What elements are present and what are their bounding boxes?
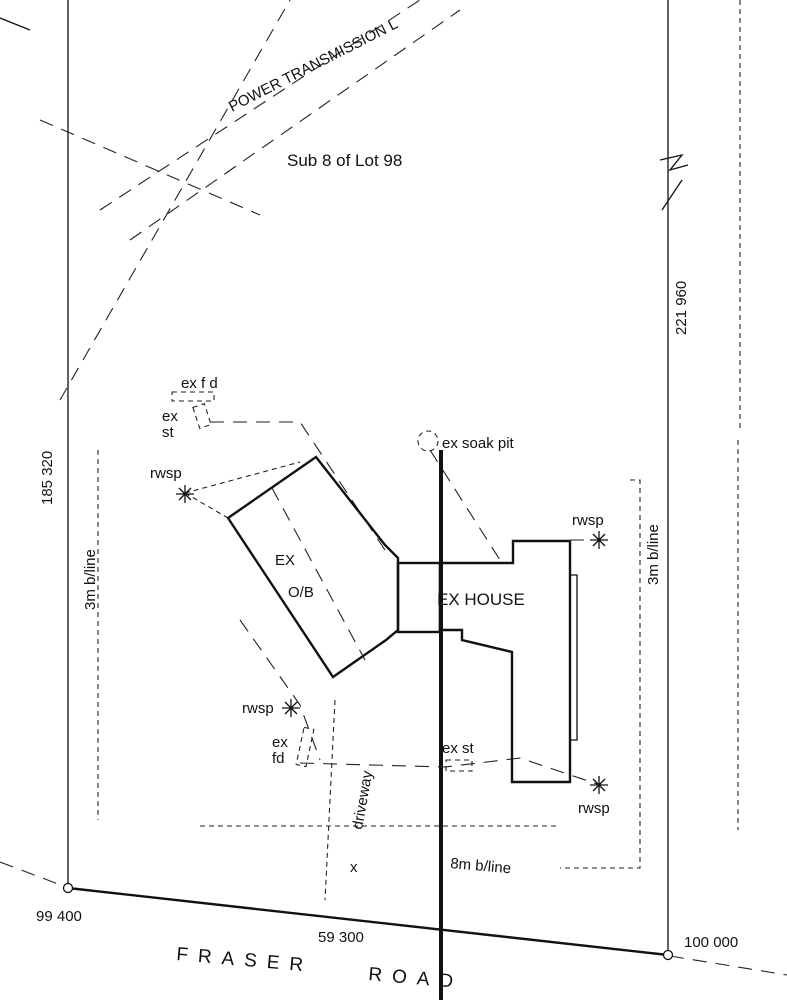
ex-fd-top-label: ex f d bbox=[181, 375, 218, 392]
rwsp-label: rwsp bbox=[242, 700, 274, 717]
drainage-lines bbox=[184, 421, 601, 786]
ex-st-bottom-shape bbox=[445, 759, 473, 772]
ex-fd-bottom-label-1: ex bbox=[272, 734, 288, 751]
house-verandah bbox=[570, 574, 578, 741]
soak-pit-label: ex soak pit bbox=[442, 435, 515, 452]
dimension-front-left: 99 400 bbox=[36, 908, 82, 925]
rwsp-icon bbox=[176, 485, 194, 503]
dimension-front-right: 100 000 bbox=[684, 934, 738, 951]
ex-fd-bottom-shape bbox=[295, 726, 315, 768]
dimension-front-middle: 59 300 bbox=[318, 929, 364, 946]
outbuilding bbox=[226, 455, 400, 679]
ex-st-bottom-label: ex st bbox=[442, 740, 475, 757]
soak-pit-icon bbox=[417, 430, 439, 452]
outbuilding-ridge bbox=[271, 487, 366, 661]
dimension-right: 221 960 bbox=[673, 281, 690, 335]
ex-fd-top-shape bbox=[171, 391, 215, 402]
corner-peg bbox=[62, 882, 74, 894]
rwsp-icon bbox=[282, 699, 300, 717]
power-transmission-lines bbox=[0, 0, 741, 830]
lot-boundary bbox=[0, 0, 787, 976]
ex-st-top-shape bbox=[192, 402, 212, 430]
lot-title: Sub 8 of Lot 98 bbox=[287, 151, 402, 170]
ex-st-top-label-1: ex bbox=[162, 408, 178, 425]
rwsp-label: rwsp bbox=[578, 800, 610, 817]
ex-st-top-label-2: st bbox=[162, 424, 175, 441]
rwsp-label: rwsp bbox=[572, 512, 604, 529]
house-label: EX HOUSE bbox=[437, 590, 525, 609]
left-setback-label: 3m b/line bbox=[82, 549, 99, 610]
rwsp-label: rwsp bbox=[150, 465, 182, 482]
ex-fd-bottom-label-2: fd bbox=[272, 750, 285, 767]
driveway-edge bbox=[324, 699, 336, 901]
right-setback-line bbox=[560, 479, 641, 869]
road-name-2: ROAD bbox=[368, 964, 464, 993]
corner-peg bbox=[662, 949, 674, 961]
outbuilding-label-1: EX bbox=[275, 552, 295, 569]
marker-x: x bbox=[350, 859, 358, 876]
covered-link bbox=[396, 561, 442, 634]
dimension-left: 185 320 bbox=[39, 451, 56, 505]
rwsp-icon bbox=[590, 776, 608, 794]
right-setback-label: 3m b/line bbox=[645, 524, 662, 585]
power-line-label: POWER TRANSMISSION L bbox=[226, 15, 401, 115]
road-name-1: FRASER bbox=[176, 944, 314, 977]
driveway-label: driveway bbox=[349, 769, 376, 831]
rwsp-icon bbox=[590, 531, 608, 549]
house bbox=[438, 539, 572, 784]
front-setback-label: 8m b/line bbox=[450, 855, 512, 877]
outbuilding-label-2: O/B bbox=[288, 584, 314, 601]
